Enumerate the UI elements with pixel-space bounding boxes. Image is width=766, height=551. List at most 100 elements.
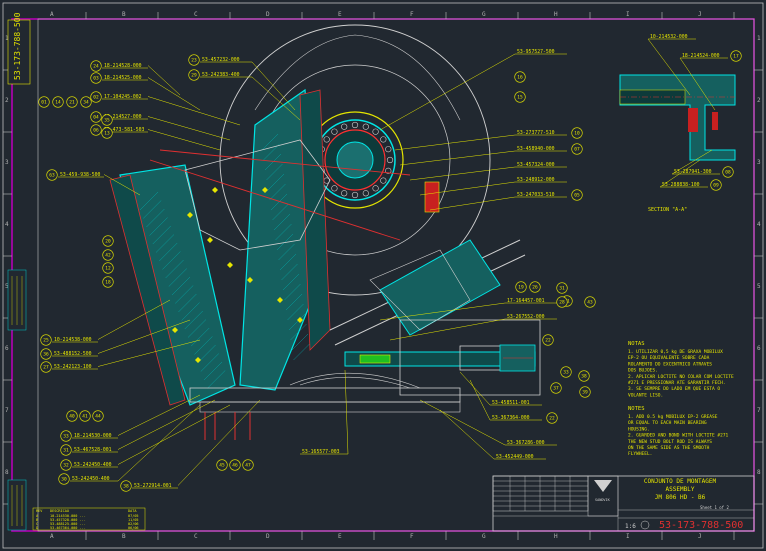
part-number-label[interactable]: 53-488152-500: [54, 351, 92, 357]
item-balloon[interactable]: [546, 412, 558, 424]
part-number-label[interactable]: 53-457232-000: [202, 57, 240, 63]
part-number-label[interactable]: 53-247033-510: [517, 192, 555, 198]
part-number-label[interactable]: 53-473-581-503: [104, 127, 145, 133]
part-number-label[interactable]: 18-214525-000: [104, 75, 142, 81]
section-a-a-detail[interactable]: SECTION "A-A": [619, 74, 736, 213]
item-balloon[interactable]: [58, 473, 70, 485]
title-block[interactable]: SANDVIK CONJUNTO DE MONTAGEM ASSEMBLY JM…: [492, 475, 755, 532]
item-balloon[interactable]: [542, 334, 554, 346]
item-balloon[interactable]: [584, 296, 596, 308]
item-balloon[interactable]: [60, 459, 72, 471]
item-balloon[interactable]: [556, 282, 568, 294]
item-balloon[interactable]: [578, 370, 590, 382]
item-balloon[interactable]: [92, 410, 104, 422]
part-number-label[interactable]: 53-273777-510: [517, 130, 555, 136]
item-balloon[interactable]: [101, 127, 113, 139]
item-balloon[interactable]: [102, 235, 114, 247]
part-number-label[interactable]: 53-242450-400: [74, 462, 112, 468]
item-balloon[interactable]: [90, 91, 102, 103]
part-number-label[interactable]: 53-267552-000: [507, 314, 545, 320]
part-number-label[interactable]: 18-214527-000: [104, 114, 142, 120]
item-balloon[interactable]: [40, 334, 52, 346]
item-balloon[interactable]: [216, 459, 228, 471]
item-balloon[interactable]: [529, 281, 541, 293]
part-number-label[interactable]: 53-242383-400: [202, 72, 240, 78]
item-balloon[interactable]: [101, 114, 113, 126]
item-balloon[interactable]: [710, 179, 722, 191]
part-number-label[interactable]: 18-214530-000: [74, 433, 112, 439]
border-number-left: 8: [5, 469, 9, 476]
item-balloon[interactable]: [514, 71, 526, 83]
item-balloon[interactable]: [188, 54, 200, 66]
note-line-pt: VOLANTE LISO.: [628, 392, 663, 398]
item-balloon[interactable]: [90, 111, 102, 123]
item-balloon[interactable]: [66, 96, 78, 108]
note-line-pt: 3. SE SEMPRE DO LADO EM QUE ESTA O: [628, 386, 720, 392]
drawing-area-border: [37, 18, 755, 532]
part-number-label[interactable]: 53-242450-400: [72, 476, 110, 482]
item-balloon[interactable]: [579, 386, 591, 398]
revision-cell: B: [36, 518, 38, 522]
part-number-label[interactable]: 53-165577-003: [302, 449, 340, 455]
item-balloon[interactable]: [90, 72, 102, 84]
item-balloon[interactable]: [242, 459, 254, 471]
item-balloon[interactable]: [40, 361, 52, 373]
part-number-label[interactable]: 53-957527-500: [517, 49, 555, 55]
item-balloon[interactable]: [571, 127, 583, 139]
item-balloon[interactable]: [556, 296, 568, 308]
item-balloon[interactable]: [515, 281, 527, 293]
part-number-label[interactable]: 53-242123-100: [54, 364, 92, 370]
part-number-label[interactable]: 53-467528-001: [74, 447, 112, 453]
item-balloon[interactable]: [40, 348, 52, 360]
part-number-label[interactable]: 53-287941-300: [674, 169, 712, 175]
item-balloon[interactable]: [90, 124, 102, 136]
part-number-label[interactable]: 53-458511-001: [492, 400, 530, 406]
item-balloon[interactable]: [60, 430, 72, 442]
item-balloon[interactable]: [102, 276, 114, 288]
part-number-label[interactable]: 10-214538-000: [54, 337, 92, 343]
part-number-label[interactable]: 10-214532-000: [650, 34, 688, 40]
part-number-label[interactable]: 53-272914-001: [134, 483, 172, 489]
item-balloon[interactable]: [550, 382, 562, 394]
item-balloon[interactable]: [102, 249, 114, 261]
item-balloon[interactable]: [514, 91, 526, 103]
item-balloon[interactable]: [46, 169, 58, 181]
part-number-label[interactable]: 17-104245-002: [104, 94, 142, 100]
part-number-label[interactable]: 53-367364-000: [492, 415, 530, 421]
swing-jaw: [239, 88, 321, 391]
item-balloon[interactable]: [60, 444, 72, 456]
part-number-label[interactable]: 18-214524-000: [682, 53, 720, 59]
item-balloon[interactable]: [120, 480, 132, 492]
item-balloon[interactable]: [571, 189, 583, 201]
part-number-label[interactable]: 53-248912-000: [517, 177, 555, 183]
part-number-label[interactable]: 53-459-938-500: [60, 172, 101, 178]
item-balloon[interactable]: [38, 96, 50, 108]
part-number-label[interactable]: 53-457324-000: [517, 162, 555, 168]
item-balloon[interactable]: [52, 96, 64, 108]
item-balloon[interactable]: [730, 50, 742, 62]
part-number-label[interactable]: 53-367286-000: [507, 440, 545, 446]
item-balloon[interactable]: [102, 262, 114, 274]
jaw-crusher-assembly[interactable]: [109, 24, 541, 440]
notes-pt-heading: NOTAS: [628, 341, 645, 347]
part-number-label[interactable]: 53-458940-000: [517, 146, 555, 152]
item-balloon[interactable]: [66, 410, 78, 422]
item-balloon[interactable]: [560, 366, 572, 378]
part-number-label[interactable]: 18-214528-000: [104, 63, 142, 69]
item-balloon[interactable]: [722, 166, 734, 178]
scale-note: 1:6: [625, 523, 636, 530]
item-balloon[interactable]: [90, 60, 102, 72]
part-number-label[interactable]: 17-164457-001: [507, 298, 545, 304]
item-balloon[interactable]: [80, 96, 92, 108]
item-balloon[interactable]: [188, 69, 200, 81]
item-balloon[interactable]: [229, 459, 241, 471]
part-number-label[interactable]: 53-452449-000: [496, 454, 534, 460]
item-balloon[interactable]: [571, 143, 583, 155]
part-number-label[interactable]: 53-288838-100: [662, 182, 700, 188]
item-balloon[interactable]: [79, 410, 91, 422]
